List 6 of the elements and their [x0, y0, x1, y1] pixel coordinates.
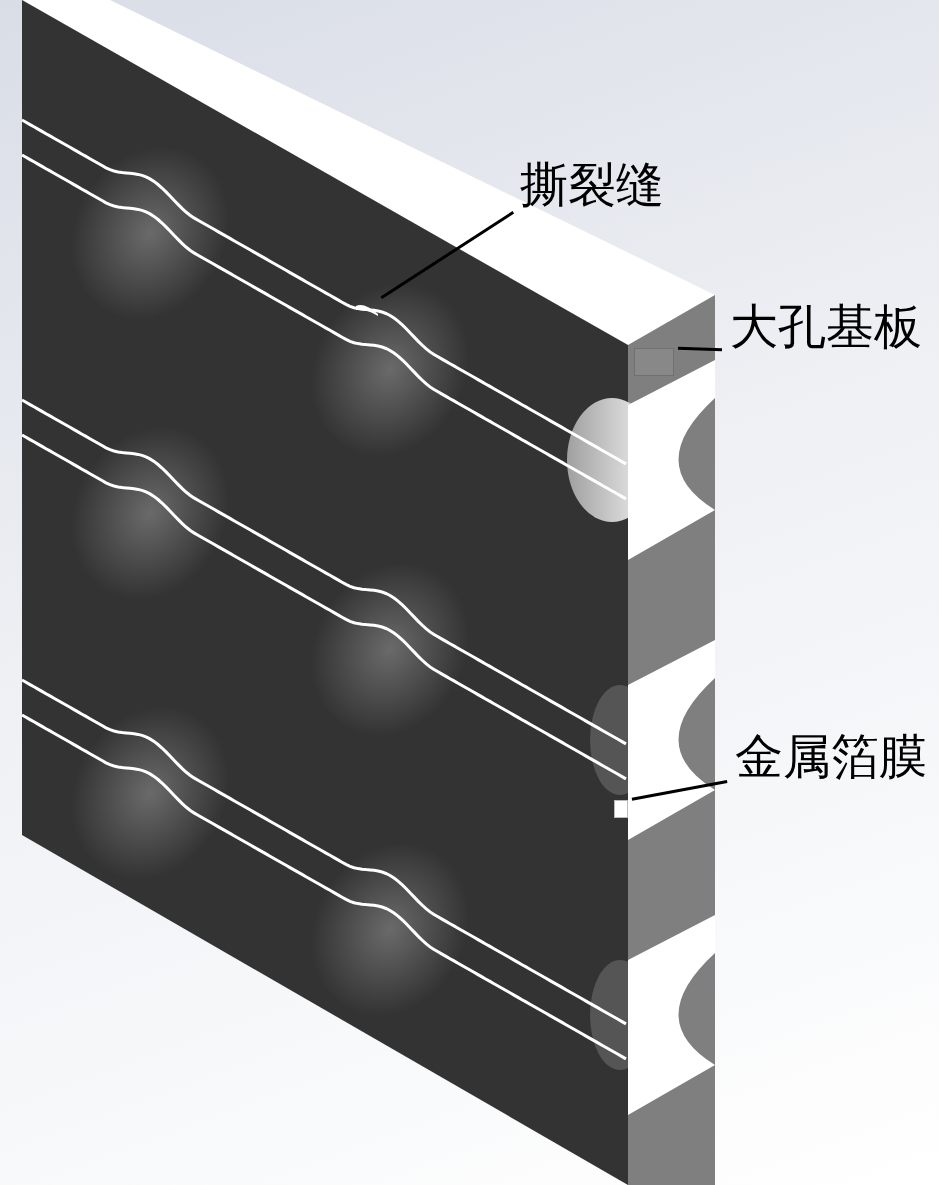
label-text: 大孔基板	[730, 302, 922, 350]
label-text: 撕裂缝	[520, 160, 664, 208]
label-text: 金属箔膜	[735, 732, 927, 780]
substrate-block	[634, 348, 674, 376]
foil-edge	[614, 800, 628, 818]
leader-line	[380, 211, 515, 300]
